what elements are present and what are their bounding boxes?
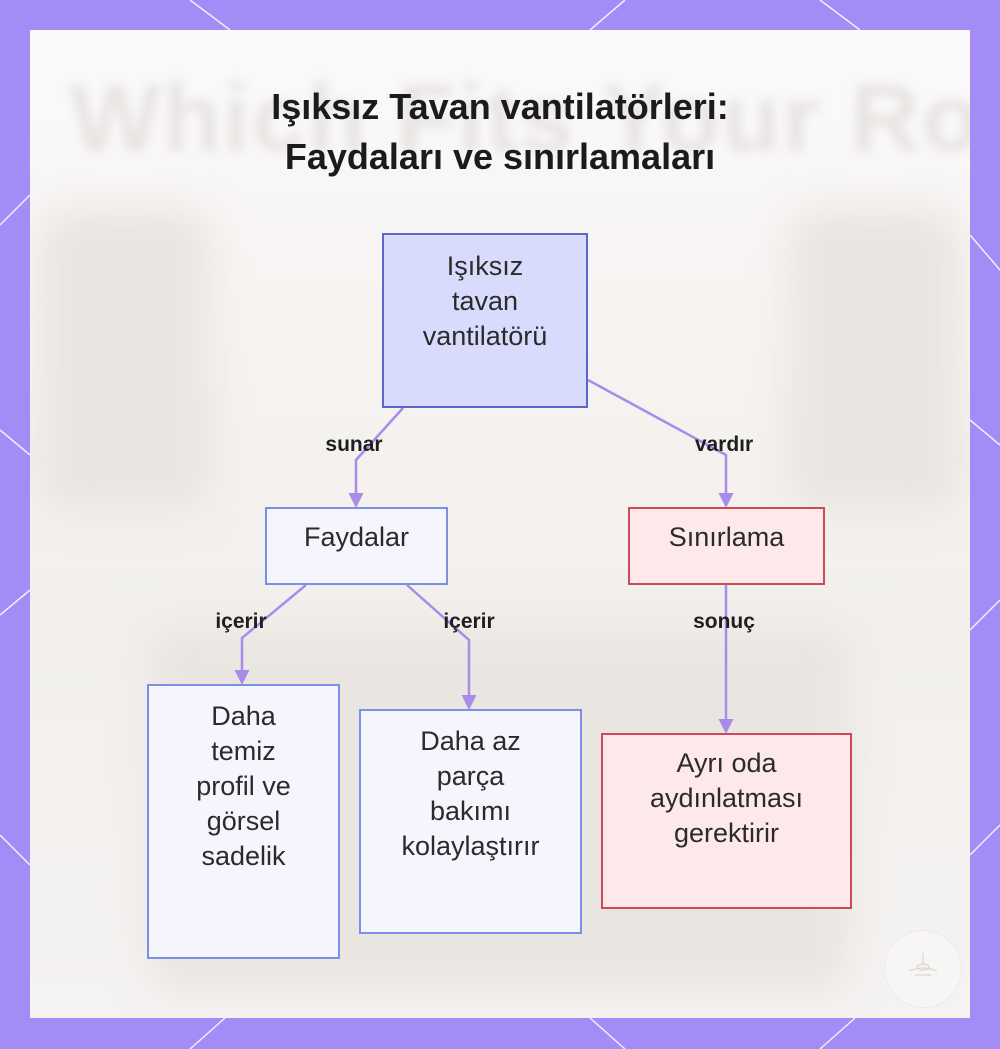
title-line-1: Işıksız Tavan vantilatörleri: [271, 86, 729, 127]
brand-logo [884, 930, 962, 1008]
background-watermark-text: Which Fits Your Room? [70, 65, 970, 172]
title-line-2: Faydaları ve sınırlamaları [284, 136, 716, 177]
edge-label-sonuc: sonuç [693, 610, 755, 633]
node-lightless-ceiling-fan: Işıksız tavan vantilatörü [382, 233, 588, 408]
node-benefit-clean-profile: Daha temiz profil ve görsel sadelik [147, 684, 340, 959]
edge-benefits-b2 [406, 584, 477, 710]
edge-benefits-b1 [234, 584, 307, 685]
edge-label-vardir: vardır [694, 433, 754, 456]
node-benefit-fewer-parts: Daha az parça bakımı kolaylaştırır [359, 709, 582, 934]
edge-root-benefits [348, 407, 404, 508]
node-limitation: Sınırlama [628, 507, 825, 585]
edge-label-icerir-1: içerir [215, 610, 267, 633]
edge-label-icerir-2: içerir [443, 610, 495, 633]
node-limitation-separate-lighting: Ayrı oda aydınlatması gerektirir [601, 733, 852, 909]
node-benefits: Faydalar [265, 507, 448, 585]
fan-logo-icon [908, 953, 938, 976]
edge-root-limitation [587, 378, 734, 508]
edge-label-sunar: sunar [325, 433, 383, 456]
diagram-title: Işıksız Tavan vantilatörleri: Faydaları … [0, 82, 1000, 182]
